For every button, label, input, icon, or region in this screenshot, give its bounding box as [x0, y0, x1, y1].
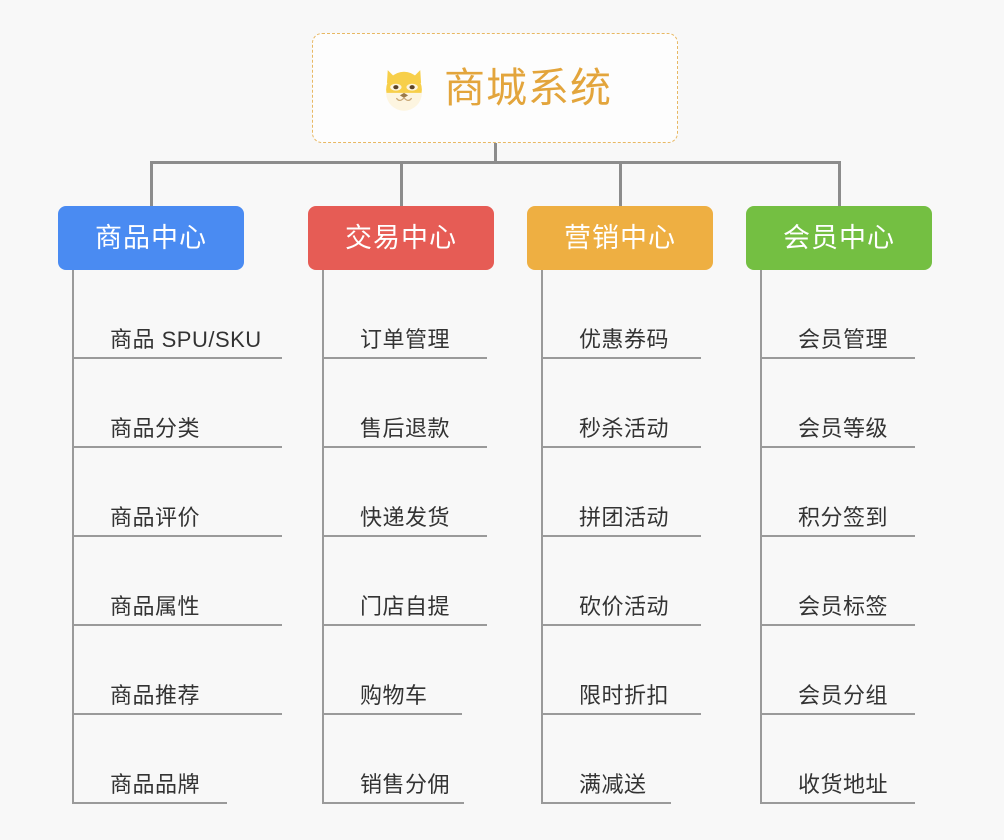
- category-card-product[interactable]: 商品中心: [58, 206, 244, 270]
- leaf-item-label: 商品评价: [110, 505, 201, 530]
- leaf-column-spine: [322, 270, 324, 804]
- leaf-item[interactable]: 满减送: [541, 715, 761, 804]
- leaf-item[interactable]: 限时折扣: [541, 626, 761, 715]
- leaf-item-underline: [760, 535, 915, 537]
- leaf-item-underline: [72, 713, 282, 715]
- leaf-item-label: 会员等级: [798, 416, 889, 441]
- leaf-item-underline: [322, 802, 464, 804]
- leaf-item-underline: [72, 446, 282, 448]
- leaf-column-member: 会员管理会员等级积分签到会员标签会员分组收货地址: [760, 270, 980, 804]
- leaf-item[interactable]: 商品品牌: [72, 715, 292, 804]
- leaf-item[interactable]: 商品推荐: [72, 626, 292, 715]
- leaf-item-label: 拼团活动: [579, 505, 670, 530]
- leaf-item[interactable]: 订单管理: [322, 270, 542, 359]
- leaf-item[interactable]: 收货地址: [760, 715, 980, 804]
- category-card-marketing[interactable]: 营销中心: [527, 206, 713, 270]
- leaf-item-label: 快递发货: [360, 505, 451, 530]
- leaf-item[interactable]: 门店自提: [322, 537, 542, 626]
- leaf-item[interactable]: 积分签到: [760, 448, 980, 537]
- leaf-item-underline: [760, 624, 915, 626]
- leaf-column-spine: [541, 270, 543, 804]
- leaf-item[interactable]: 会员标签: [760, 537, 980, 626]
- category-title: 商品中心: [95, 222, 207, 253]
- leaf-item-underline: [541, 624, 701, 626]
- category-card-member[interactable]: 会员中心: [746, 206, 932, 270]
- leaf-item-underline: [322, 535, 487, 537]
- category-title: 会员中心: [783, 222, 895, 253]
- leaf-item[interactable]: 拼团活动: [541, 448, 761, 537]
- leaf-item[interactable]: 优惠券码: [541, 270, 761, 359]
- leaf-item[interactable]: 快递发货: [322, 448, 542, 537]
- leaf-item-underline: [72, 624, 282, 626]
- leaf-item-label: 售后退款: [360, 416, 451, 441]
- leaf-item[interactable]: 会员管理: [760, 270, 980, 359]
- leaf-item-label: 商品推荐: [110, 683, 201, 708]
- category-title: 交易中心: [345, 222, 457, 253]
- leaf-column-product: 商品 SPU/SKU 商品分类商品评价商品属性商品推荐商品品牌: [72, 270, 292, 804]
- category-title: 营销中心: [564, 222, 676, 253]
- leaf-item-label: 收货地址: [798, 772, 889, 797]
- leaf-item[interactable]: 商品分类: [72, 359, 292, 448]
- leaf-item-underline: [541, 357, 701, 359]
- leaf-column-marketing: 优惠券码秒杀活动拼团活动砍价活动限时折扣满减送: [541, 270, 761, 804]
- leaf-item[interactable]: 会员分组: [760, 626, 980, 715]
- leaf-item-label: 商品品牌: [110, 772, 201, 797]
- leaf-item-underline: [760, 446, 915, 448]
- connector-drop-3: [619, 161, 622, 206]
- leaf-item-underline: [72, 535, 282, 537]
- leaf-item-label: 销售分佣: [360, 772, 451, 797]
- leaf-item[interactable]: 商品评价: [72, 448, 292, 537]
- leaf-item[interactable]: 砍价活动: [541, 537, 761, 626]
- leaf-column-trade: 订单管理售后退款快递发货门店自提购物车销售分佣: [322, 270, 542, 804]
- leaf-item-label: 购物车: [360, 683, 428, 708]
- leaf-item-label: 订单管理: [360, 327, 451, 352]
- leaf-item-label: 优惠券码: [579, 327, 670, 352]
- leaf-item-label: 满减送: [579, 772, 647, 797]
- leaf-item-label: 门店自提: [360, 594, 451, 619]
- leaf-item-label: 限时折扣: [579, 683, 670, 708]
- category-card-trade[interactable]: 交易中心: [308, 206, 494, 270]
- connector-drop-1: [150, 161, 153, 206]
- leaf-item-underline: [72, 357, 282, 359]
- leaf-item-underline: [760, 357, 915, 359]
- leaf-item[interactable]: 售后退款: [322, 359, 542, 448]
- leaf-item-label: 商品属性: [110, 594, 201, 619]
- leaf-item-label: 砍价活动: [579, 594, 670, 619]
- root-node-mall-system[interactable]: 商城系统: [312, 33, 678, 143]
- shiba-dog-face-icon: [386, 70, 422, 111]
- leaf-item[interactable]: 会员等级: [760, 359, 980, 448]
- connector-root-stem: [494, 143, 497, 163]
- connector-drop-2: [400, 161, 403, 206]
- leaf-item-underline: [322, 713, 462, 715]
- leaf-item-underline: [322, 357, 487, 359]
- leaf-item-underline: [541, 535, 701, 537]
- leaf-column-spine: [72, 270, 74, 804]
- leaf-item[interactable]: 商品 SPU/SKU: [72, 270, 292, 359]
- leaf-item-underline: [322, 446, 487, 448]
- leaf-item-underline: [760, 713, 915, 715]
- leaf-item[interactable]: 商品属性: [72, 537, 292, 626]
- leaf-item-label: 会员管理: [798, 327, 889, 352]
- leaf-item-label: 积分签到: [798, 505, 889, 530]
- leaf-item[interactable]: 销售分佣: [322, 715, 542, 804]
- leaf-item-label: 会员分组: [798, 683, 889, 708]
- leaf-item[interactable]: 购物车: [322, 626, 542, 715]
- leaf-item-label: 会员标签: [798, 594, 889, 619]
- connector-drop-4: [838, 161, 841, 206]
- leaf-item-label: 商品分类: [110, 416, 201, 441]
- root-node-title: 商城系统: [444, 64, 612, 111]
- leaf-item-underline: [541, 802, 671, 804]
- leaf-item-label: 商品 SPU/SKU: [110, 327, 262, 352]
- leaf-column-spine: [760, 270, 762, 804]
- leaf-item-underline: [72, 802, 227, 804]
- leaf-item-underline: [322, 624, 487, 626]
- leaf-item[interactable]: 秒杀活动: [541, 359, 761, 448]
- leaf-item-underline: [541, 713, 701, 715]
- leaf-item-underline: [541, 446, 701, 448]
- leaf-item-label: 秒杀活动: [579, 416, 670, 441]
- leaf-item-underline: [760, 802, 915, 804]
- connector-horizontal-bus: [150, 161, 840, 164]
